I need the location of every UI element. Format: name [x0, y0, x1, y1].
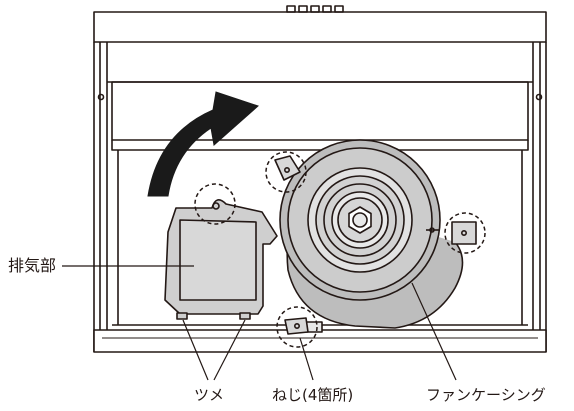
label-claw: ツメ [194, 386, 225, 404]
claw-marker-top-icon [194, 183, 236, 225]
screw-brackets [274, 155, 477, 335]
leader-claw-right [213, 319, 246, 381]
exhaust-part [164, 199, 278, 320]
screw-marker-top-icon [265, 151, 307, 193]
fan-casing [279, 139, 464, 333]
label-fan-casing: ファンケーシング [426, 386, 546, 404]
hood-frame [93, 5, 547, 353]
leader-claw-left [182, 319, 209, 381]
leader-screws [299, 337, 314, 381]
curved-arrow-icon [147, 91, 259, 197]
screw-marker-bottom-icon [276, 306, 318, 348]
label-screws: ねじ(4箇所) [272, 386, 354, 404]
label-exhaust-section: 排気部 [8, 256, 57, 275]
leader-fan-casing [411, 282, 457, 381]
screw-marker-right-icon [444, 212, 486, 254]
